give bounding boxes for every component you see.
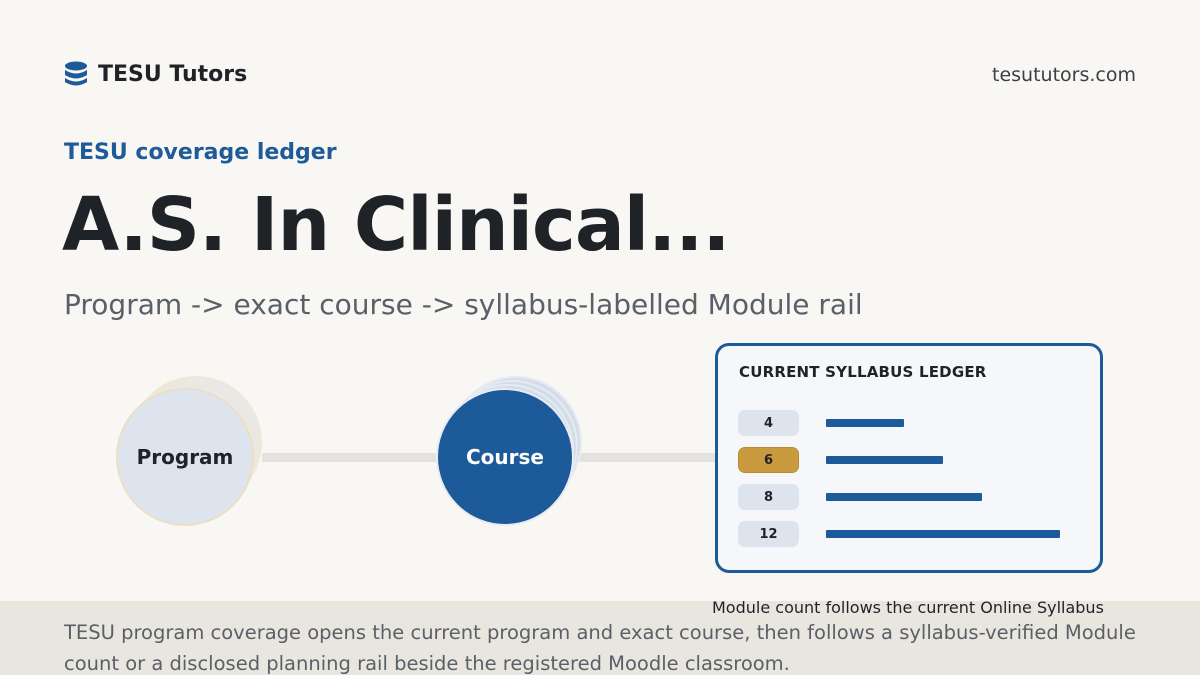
footer-band — [0, 601, 1200, 675]
module-count-bar — [826, 419, 904, 427]
module-count-bar — [826, 530, 1060, 538]
site-url[interactable]: tesututors.com — [992, 64, 1136, 86]
ledger-row: 6 — [738, 447, 1078, 473]
database-stack-icon — [65, 61, 87, 86]
module-count-bar — [826, 493, 982, 501]
page-title: A.S. In Clinical... — [62, 182, 730, 268]
brand[interactable]: TESU Tutors — [64, 60, 247, 88]
module-count-pill: 12 — [738, 521, 799, 547]
module-count-pill: 8 — [738, 484, 799, 510]
module-count-pill: 4 — [738, 410, 799, 436]
eyebrow-label: TESU coverage ledger — [64, 140, 337, 165]
ledger-row: 4 — [738, 410, 1078, 436]
footer-description: TESU program coverage opens the current … — [64, 621, 1136, 675]
course-node: Course — [436, 376, 586, 526]
flow-connector — [262, 453, 442, 462]
ledger-caption: Module count follows the current Online … — [712, 598, 1104, 617]
course-node-label: Course — [436, 388, 574, 526]
module-count-bar — [826, 456, 943, 464]
module-count-pill: 6 — [738, 447, 799, 473]
brand-name: TESU Tutors — [98, 61, 248, 87]
ledger-row: 12 — [738, 521, 1078, 547]
flow-connector — [570, 453, 720, 462]
program-node-label: Program — [116, 388, 254, 526]
ledger-row: 8 — [738, 484, 1078, 510]
page-subtitle: Program -> exact course -> syllabus-labe… — [64, 288, 863, 321]
program-node: Program — [116, 376, 266, 526]
syllabus-ledger-card: CURRENT SYLLABUS LEDGER 4 6 8 12 — [715, 343, 1103, 573]
ledger-title: CURRENT SYLLABUS LEDGER — [739, 363, 987, 381]
